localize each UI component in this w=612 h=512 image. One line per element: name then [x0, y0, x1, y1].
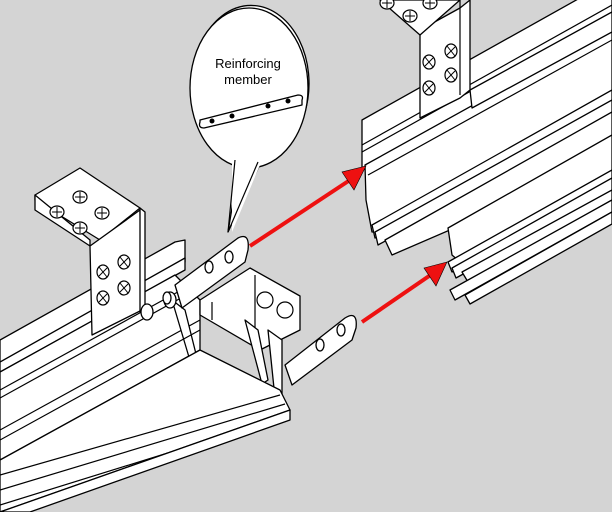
reinforcing-member-upper — [162, 235, 249, 309]
reinforcing-member-detail — [198, 94, 304, 129]
reinforcing-member-lower — [284, 314, 357, 386]
insert-arrow-lower — [360, 261, 448, 324]
rail-section-right — [361, 0, 612, 305]
callout-bubble: Reinforcing member — [189, 4, 310, 233]
callout-label-line2: member — [224, 72, 272, 87]
mounting-bracket-right — [379, 0, 471, 119]
callout-label-line1: Reinforcing — [215, 56, 281, 71]
insert-arrow-upper — [248, 165, 367, 248]
mounting-bracket-left — [34, 167, 177, 336]
rail-section-left — [0, 239, 301, 512]
